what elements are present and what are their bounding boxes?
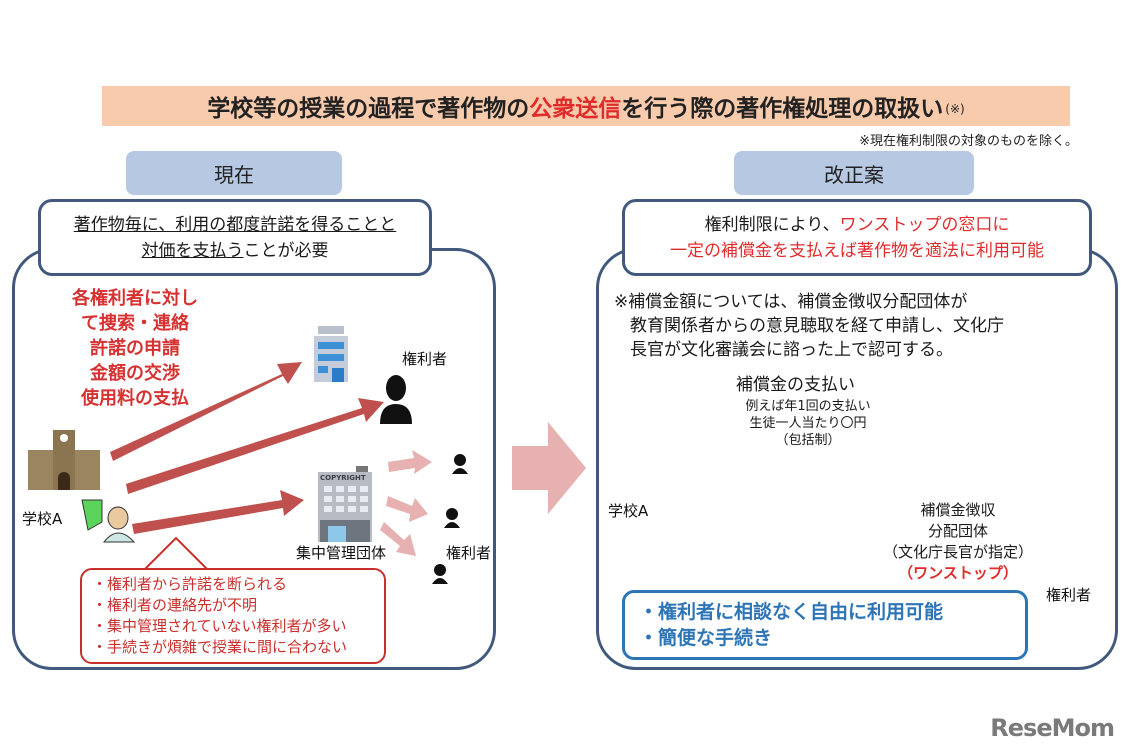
proposal-summary-line1: 権利制限により、ワンストップの窓口に [625,212,1089,238]
current-summary-underlined: 対価を支払う [141,240,244,261]
title-highlight: 公衆送信 [529,96,622,122]
transition-arrow [512,422,586,514]
problem-item: ・権利者から許諾を断られる [92,575,288,593]
arrow-school-to-company [110,362,302,461]
org-label-line: 分配団体 [927,522,988,540]
current-step: 各権利者に対し [72,288,198,309]
arrow-school-to-collective [132,490,304,534]
current-summary-rest: ことが必要 [243,240,329,261]
org-label-line: （文化庁長官が指定） [882,543,1033,561]
current-summary-box: 著作物毎に、利用の都度許諾を得ることと 対価を支払うことが必要 [38,199,432,276]
collective-building-icon [318,466,372,542]
proposal-summary-red1: ワンストップの窓口に [839,214,1010,235]
current-summary-line1: 著作物毎に、利用の都度許諾を得ることと [41,212,429,238]
page-title: 学校等の授業の過程で著作物の公衆送信を行う際の著作権処理の取扱い(※) [102,86,1070,126]
payment-detail: 例えば年1回の支払い 生徒一人当たり〇円 （包括制） [738,398,878,449]
benefits-callout: ・権利者に相談なく自由に利用可能 ・簡便な手続き [622,590,1028,660]
current-rights-holder-label-1: 権利者 [402,350,448,368]
problems-callout-pointer [139,536,213,573]
current-school-label: 学校A [22,510,63,528]
problem-item: ・権利者の連絡先が不明 [92,596,258,614]
proposal-summary-black: 権利制限により、 [704,214,840,235]
proposal-summary-line2: 一定の補償金を支払えば著作物を適法に利用可能 [670,240,1044,261]
problem-item: ・集中管理されていない権利者が多い [92,617,347,635]
current-steps: 各権利者に対し て捜索・連絡 許諾の申請 金額の交渉 使用料の支払 [60,286,210,411]
proposal-header: 改正案 [734,151,974,195]
proposal-summary-box: 権利制限により、ワンストップの窓口に 一定の補償金を支払えば著作物を適法に利用可… [622,199,1092,276]
arrow-collective-to-rh2 [386,496,428,522]
current-summary-line1-text: 著作物毎に、利用の都度許諾を得ることと [73,214,397,235]
footnote: ※現在権利制限の対象のものを除く。 [859,134,1078,149]
payment-label: 補償金の支払い [736,375,855,395]
current-step: 金額の交渉 [90,363,180,384]
current-header: 現在 [126,151,342,195]
current-summary-line2: 対価を支払うことが必要 [41,238,429,264]
proposal-note-line: 教育関係者からの意見聴取を経て申請し、文化庁 [630,316,1004,336]
company-building-icon [314,326,348,382]
collective-sign: COPYRIGHT [320,474,366,482]
school-building-icon [28,430,100,490]
title-text-after: を行う際の著作権処理の取扱い [621,96,944,122]
title-text-before: 学校等の授業の過程で著作物の [207,96,530,122]
current-step: て捜索・連絡 [81,313,189,334]
benefit-item: ・簡便な手続き [639,627,773,649]
rights-holder-small-icon [444,508,460,528]
resemom-logo: ReseMom [990,714,1115,742]
payment-detail-line: 例えば年1回の支払い [745,399,871,414]
arrow-collective-to-rh3 [380,522,416,556]
proposal-note-line: 長官が文化審議会に諮った上で認可する。 [630,340,953,360]
org-label-line: 補償金徴収 [920,501,996,519]
problems-callout: ・権利者から許諾を断られる ・権利者の連絡先が不明 ・集中管理されていない権利者… [80,568,386,664]
rights-holder-small-icon [432,564,448,584]
proposal-note-line: ※補償金額については、補償金徴収分配団体が [614,292,968,312]
arrow-school-to-rightsholder [126,398,384,494]
payment-detail-line: 生徒一人当たり〇円 [749,416,867,431]
problem-item: ・手続きが煩雑で授業に間に合わない [92,638,348,656]
title-note: (※) [945,102,965,116]
proposal-school-label: 学校A [608,502,649,520]
proposal-rights-holder-label: 権利者 [1046,586,1092,604]
org-label: 補償金徴収 分配団体 （文化庁長官が指定） （ワンストップ） [868,500,1048,584]
current-step: 使用料の支払 [81,388,189,409]
benefit-item: ・権利者に相談なく自由に利用可能 [639,601,944,623]
current-rights-holder-label-2: 権利者 [446,544,492,562]
teacher-icon [81,499,136,543]
collective-label: 集中管理団体 [296,544,387,562]
rights-holder-small-icon [452,454,468,474]
arrow-collective-to-rh1 [388,450,432,474]
org-onestop: （ワンストップ） [898,564,1018,582]
proposal-note: ※補償金額については、補償金徴収分配団体が 教育関係者からの意見聴取を経て申請し… [614,290,1004,362]
rights-holder-icon [380,375,412,424]
payment-detail-line: （包括制） [775,433,841,448]
current-step: 許諾の申請 [90,338,180,359]
